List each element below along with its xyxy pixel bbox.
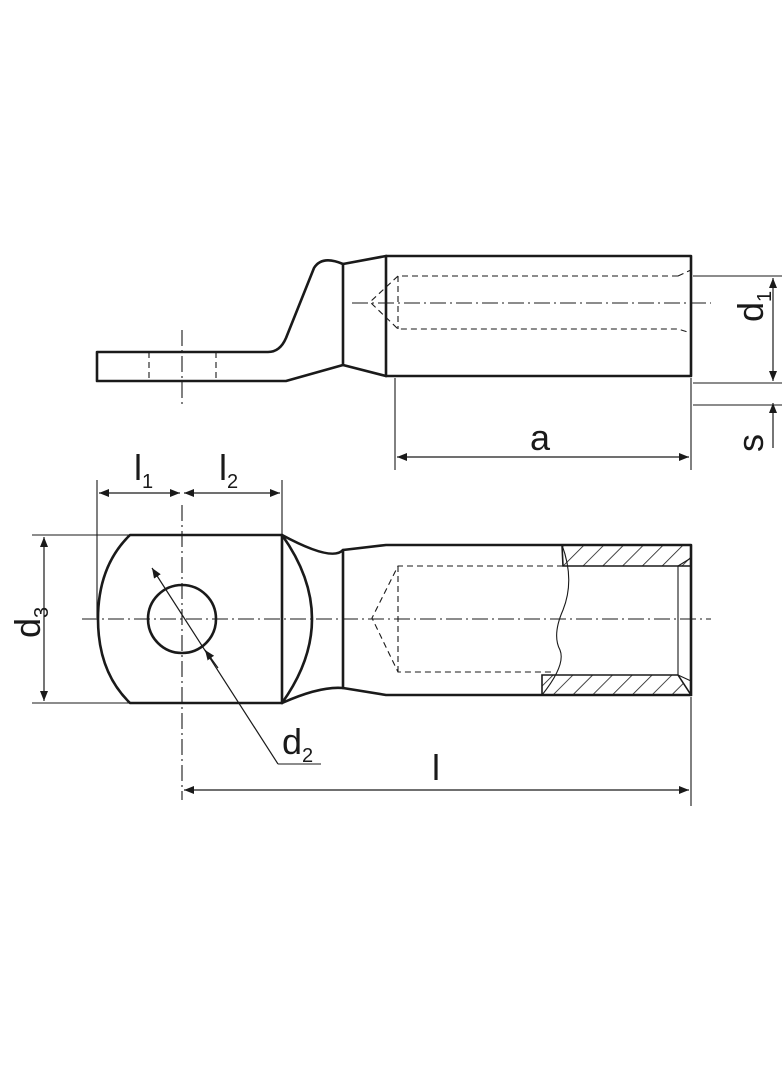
label-d2: d2 bbox=[282, 721, 313, 767]
section-hatch-bottom bbox=[541, 674, 693, 696]
label-a: a bbox=[530, 417, 551, 458]
side-view-bore-hidden bbox=[369, 269, 692, 334]
section-hatch-top bbox=[561, 544, 692, 567]
label-l: l bbox=[432, 747, 440, 788]
label-d1: d1 bbox=[730, 291, 776, 322]
section-break-line bbox=[541, 544, 570, 696]
side-view bbox=[95, 254, 711, 405]
top-view-lug-outline bbox=[96, 533, 693, 705]
label-d3: d3 bbox=[7, 607, 53, 638]
d2-leader bbox=[151, 567, 279, 765]
bore-inner-chamfer-top bbox=[677, 557, 692, 567]
side-view-barrel bbox=[384, 254, 693, 378]
bore-inner-chamfer-bottom bbox=[677, 674, 692, 682]
d2-leader-arrow-far bbox=[204, 649, 219, 669]
top-view bbox=[82, 505, 711, 800]
side-view-palm-outline bbox=[95, 254, 388, 383]
dimensions bbox=[32, 275, 782, 806]
label-s: s bbox=[730, 434, 771, 452]
labels: l1 l2 a l d2 d3 d1 s bbox=[7, 291, 776, 788]
label-l2: l2 bbox=[219, 447, 238, 493]
label-l1: l1 bbox=[134, 447, 153, 493]
